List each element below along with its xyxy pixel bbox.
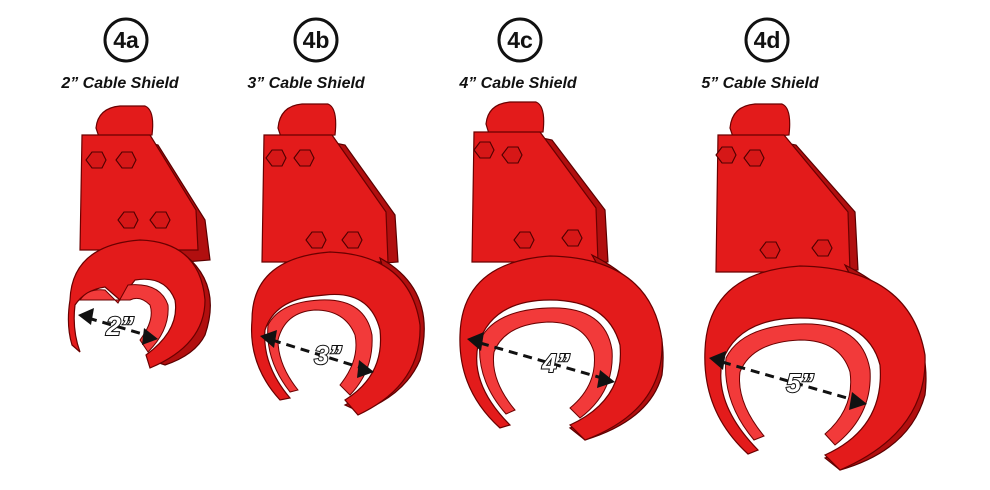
shield-illustration <box>704 103 927 471</box>
shield-caption: 5” Cable Shield <box>701 75 820 92</box>
badge-label: 4b <box>303 27 330 53</box>
shield-caption: 3” Cable Shield <box>247 75 366 92</box>
shield-caption: 4” Cable Shield <box>458 75 578 92</box>
badge-circle <box>103 17 149 63</box>
dimension-indicator: 2” <box>78 308 158 345</box>
shield-illustration <box>67 105 211 369</box>
dimension-label: 4” <box>541 348 569 378</box>
dimension-label: 5” <box>786 368 813 398</box>
badge-circle <box>744 17 790 63</box>
badge-label: 4d <box>754 27 781 53</box>
badge-circle <box>497 17 543 63</box>
badge-label: 4a <box>113 27 139 53</box>
shield-4b: 4b 3” Cable Shield 3” <box>247 17 425 416</box>
shield-illustration <box>250 103 425 416</box>
badge-circle <box>293 17 339 63</box>
shield-caption: 2” Cable Shield <box>60 75 180 92</box>
dimension-indicator: 3” <box>260 330 374 378</box>
dimension-label: 2” <box>105 311 133 341</box>
dimension-label: 3” <box>314 340 341 370</box>
dimension-indicator: 5” <box>709 351 867 410</box>
dimension-indicator: 4” <box>467 332 615 388</box>
shield-4d: 4d 5” Cable Shield 5” <box>701 17 927 471</box>
shield-4a: 4a 2” Cable Shield <box>60 17 211 369</box>
shield-illustration <box>459 101 664 441</box>
shield-4c: 4c 4” Cable Shield 4” <box>458 17 664 441</box>
badge-label: 4c <box>507 27 533 53</box>
